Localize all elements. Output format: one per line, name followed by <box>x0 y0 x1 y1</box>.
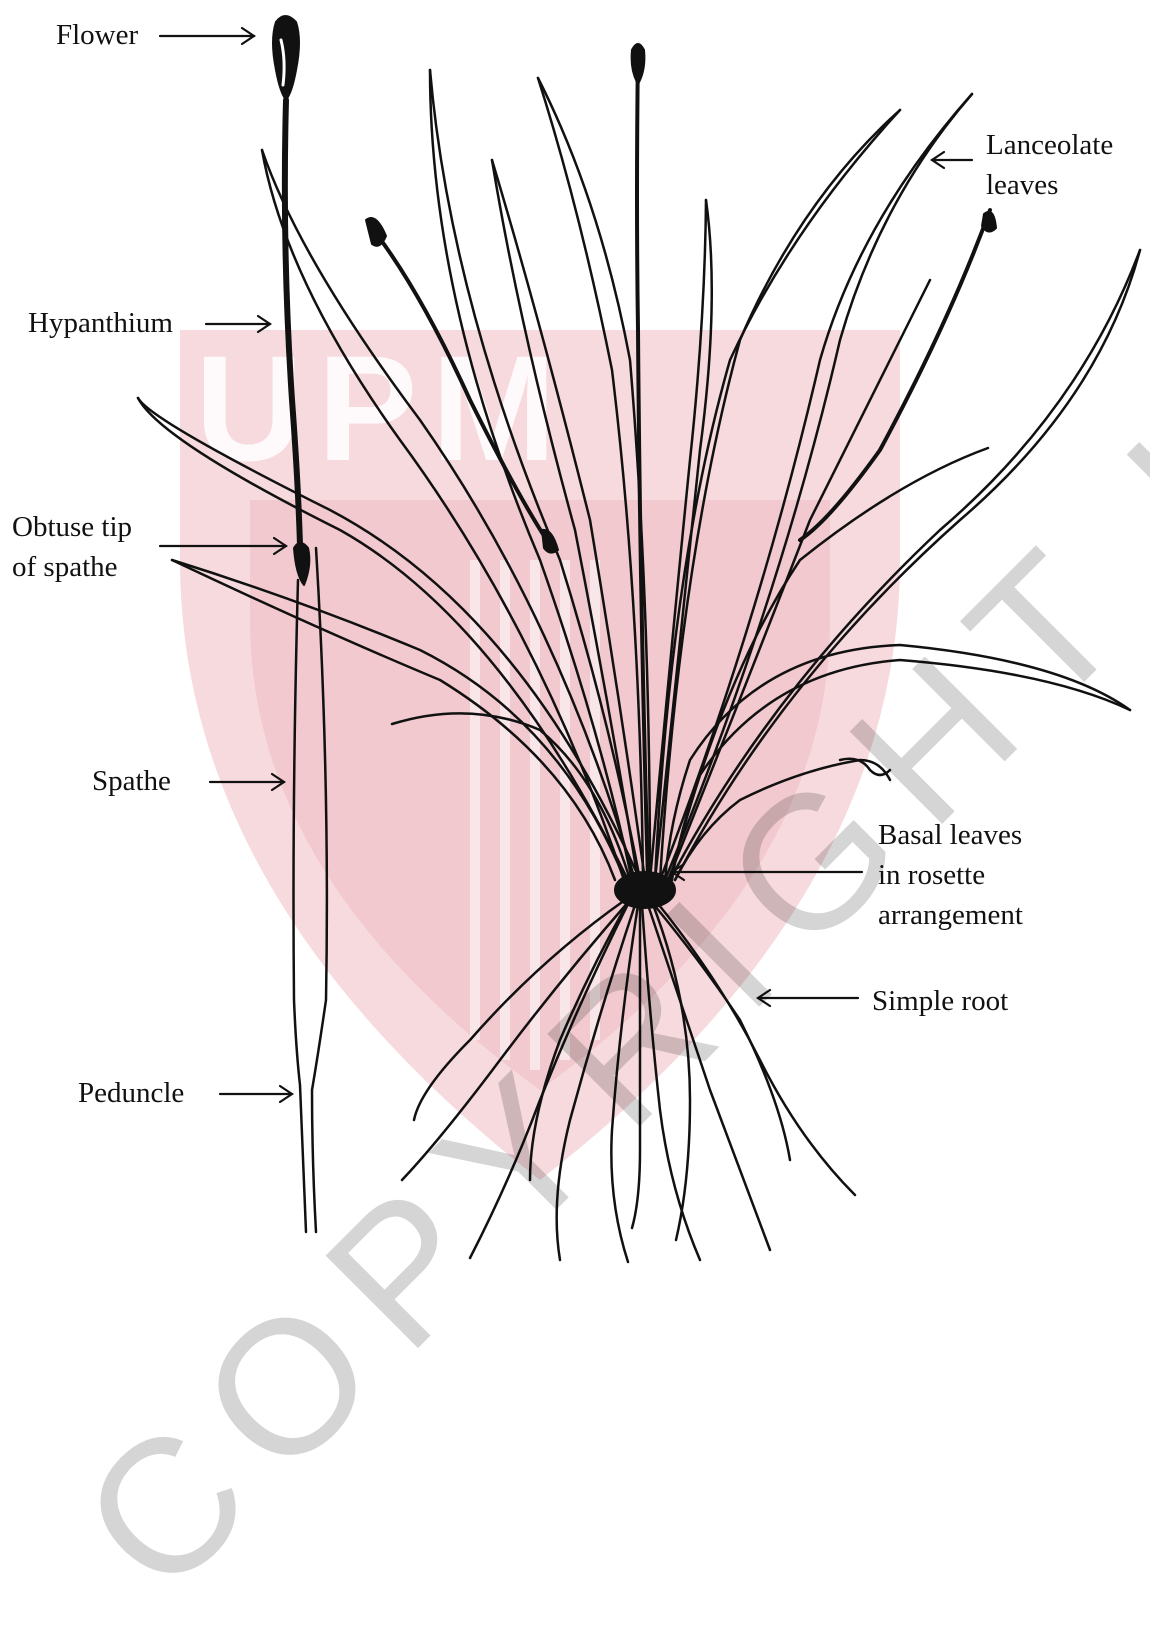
label-simple-root: Simple root <box>872 982 1008 1020</box>
label-flower: Flower <box>56 16 138 54</box>
label-peduncle: Peduncle <box>78 1074 184 1112</box>
arrow-lanceolate <box>932 152 972 168</box>
label-basal-line2: in rosette <box>878 856 985 894</box>
label-spathe: Spathe <box>92 762 171 800</box>
right-bud <box>982 212 996 232</box>
label-lanceolate-line1: Lanceolate <box>986 126 1113 164</box>
arrow-flower <box>160 28 254 44</box>
central-flower <box>632 44 645 84</box>
arrow-peduncle <box>220 1086 292 1102</box>
logo-letters: UPM <box>195 324 570 492</box>
left-bud <box>366 218 386 246</box>
label-basal-line1: Basal leaves <box>878 816 1022 854</box>
label-obtuse-tip-line2: of spathe <box>12 548 118 586</box>
label-basal-line3: arrangement <box>878 896 1023 934</box>
label-lanceolate-line2: leaves <box>986 166 1058 204</box>
flower-head <box>273 16 299 100</box>
label-hypanthium: Hypanthium <box>28 304 173 342</box>
label-obtuse-tip-line1: Obtuse tip <box>12 508 132 546</box>
